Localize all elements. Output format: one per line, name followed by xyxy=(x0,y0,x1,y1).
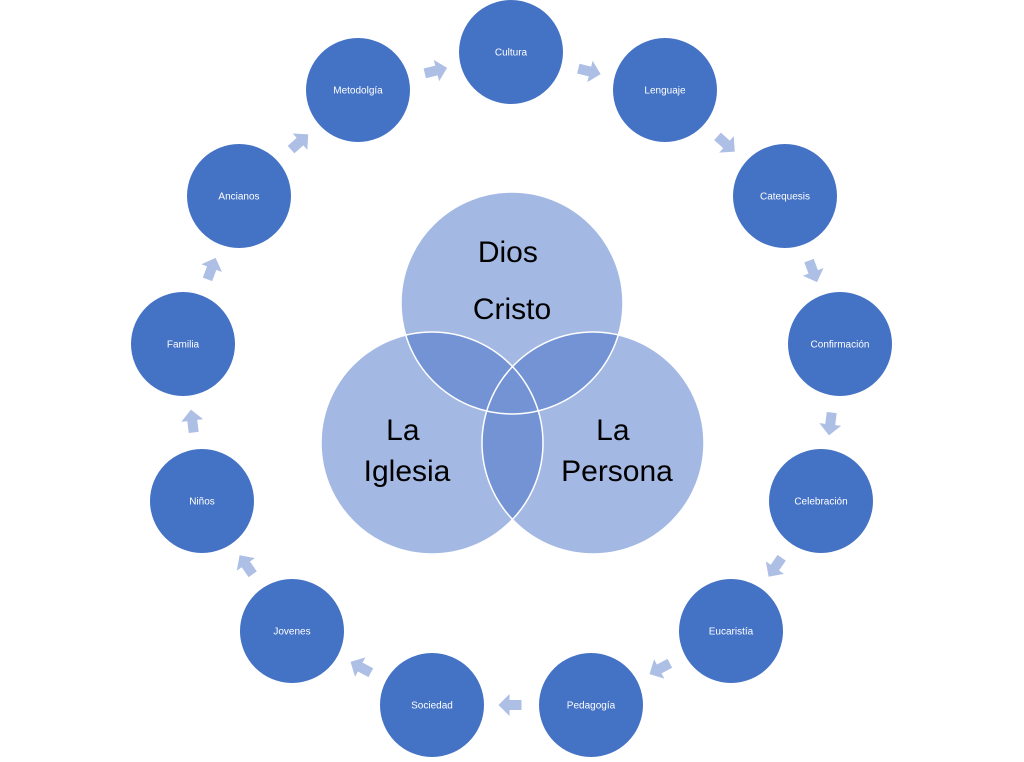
cycle-node-circle xyxy=(539,653,643,757)
right-arrow-icon xyxy=(236,555,257,578)
cycle-node-celebracion: Celebración xyxy=(769,449,873,553)
cycle-node-circle xyxy=(131,292,235,396)
cycle-node-circle xyxy=(679,579,783,683)
cycle-node-eucaristia: Eucaristía xyxy=(679,579,783,683)
cycle-node-circle xyxy=(150,449,254,553)
cycle-node-label: Lenguaje xyxy=(644,86,686,97)
right-arrow-icon xyxy=(802,258,824,283)
cycle-node-circle xyxy=(769,449,873,553)
cycle-nodes: CulturaLenguajeCatequesisConfirmaciónCel… xyxy=(131,0,892,757)
cycle-node-label: Eucaristía xyxy=(709,627,754,638)
cycle-node-pedagogia: Pedagogía xyxy=(539,653,643,757)
cycle-node-sociedad: Sociedad xyxy=(380,653,484,757)
cycle-node-catequesis: Catequesis xyxy=(733,144,837,248)
cycle-node-familia: Familia xyxy=(131,292,235,396)
venn-label-right: La Persona xyxy=(561,414,673,488)
cycle-node-label: Confirmación xyxy=(811,340,870,351)
venn-outline-left xyxy=(320,331,544,555)
cycle-node-label: Familia xyxy=(167,340,200,351)
right-arrow-icon xyxy=(765,554,786,577)
cycle-node-ancianos: Ancianos xyxy=(187,144,291,248)
cycle-arrows xyxy=(181,59,842,716)
venn-outline-right xyxy=(481,331,705,555)
right-arrow-icon xyxy=(423,59,448,82)
cycle-node-circle xyxy=(613,38,717,142)
right-arrow-icon xyxy=(649,658,673,679)
cycle-node-circle xyxy=(306,38,410,142)
right-arrow-icon xyxy=(498,694,522,716)
cycle-node-metodolgia: Metodolgía xyxy=(306,38,410,142)
cycle-node-label: Pedagogía xyxy=(567,701,616,712)
cycle-node-circle xyxy=(459,0,563,104)
cycle-node-label: Metodolgía xyxy=(333,86,383,97)
cycle-node-label: Sociedad xyxy=(411,701,453,712)
right-arrow-icon xyxy=(577,60,601,83)
cycle-node-label: Jovenes xyxy=(273,627,310,638)
cycle-node-ninos: Niños xyxy=(150,449,254,553)
cycle-node-label: Ancianos xyxy=(218,192,259,203)
cycle-node-lenguaje: Lenguaje xyxy=(613,38,717,142)
right-arrow-icon xyxy=(350,657,374,678)
venn-diagram: Dios Cristo La Iglesia La Persona xyxy=(320,191,705,555)
right-arrow-icon xyxy=(819,411,842,436)
venn-overlap-left-right xyxy=(482,366,544,520)
cycle-node-cultura: Cultura xyxy=(459,0,563,104)
cycle-node-label: Catequesis xyxy=(760,192,810,203)
right-arrow-icon xyxy=(714,132,735,153)
cycle-node-circle xyxy=(187,144,291,248)
right-arrow-icon xyxy=(287,133,309,154)
cycle-node-label: Cultura xyxy=(495,48,528,59)
cycle-node-confirmacion: Confirmación xyxy=(788,292,892,396)
cycle-node-label: Niños xyxy=(189,497,215,508)
right-arrow-icon xyxy=(181,409,204,434)
venn-outline-top xyxy=(400,191,624,415)
cycle-node-circle xyxy=(240,579,344,683)
venn-label-top: Dios Cristo xyxy=(473,236,551,326)
cycle-node-label: Celebración xyxy=(794,497,847,508)
venn-label-left: La Iglesia xyxy=(364,414,451,488)
right-arrow-icon xyxy=(201,257,222,282)
cycle-node-circle xyxy=(380,653,484,757)
cycle-node-circle xyxy=(733,144,837,248)
cycle-node-circle xyxy=(788,292,892,396)
cycle-node-jovenes: Jovenes xyxy=(240,579,344,683)
